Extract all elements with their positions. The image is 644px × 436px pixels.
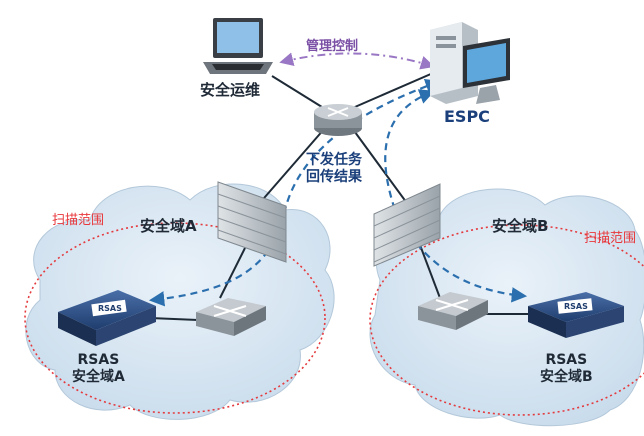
rsas-a-caption: RSAS 安全域A [72,352,125,386]
switch-icon [418,292,488,330]
zone-b-label: 安全域B [492,217,549,235]
rsas-a-zone: 安全域A [72,369,125,385]
scan-range-label-b: 扫描范围 [584,231,637,246]
result-label: 回传结果 [306,169,362,185]
rsas-b-name: RSAS [545,352,588,368]
rsas-a-name: RSAS [77,352,120,368]
firewall-icon [217,181,287,263]
rsas-b-zone: 安全域B [540,369,593,385]
mgmt-control-arrow [279,52,435,70]
rsas-device-icon [58,290,156,346]
firewall-icon [373,183,441,267]
router-icon [314,104,362,136]
rsas-device-icon [528,292,624,338]
task-result-label: 下发任务 回传结果 [306,152,362,186]
server-pc-icon [430,22,510,104]
task-flow-arrow-b [384,89,528,303]
task-label: 下发任务 [306,152,362,168]
ops-label: 安全运维 [200,81,261,99]
mgmt-control-label: 管理控制 [306,39,359,54]
rsas-b-caption: RSAS 安全域B [540,352,593,386]
scan-range-label-a: 扫描范围 [52,213,105,228]
espc-label: ESPC [444,107,490,126]
device-a-plate: RSAS [98,304,122,313]
switch-icon [196,298,266,336]
zone-a-label: 安全域A [140,217,197,235]
device-b-plate: RSAS [564,302,588,311]
scan-range-ring-a [24,222,326,414]
laptop-icon [203,18,273,74]
